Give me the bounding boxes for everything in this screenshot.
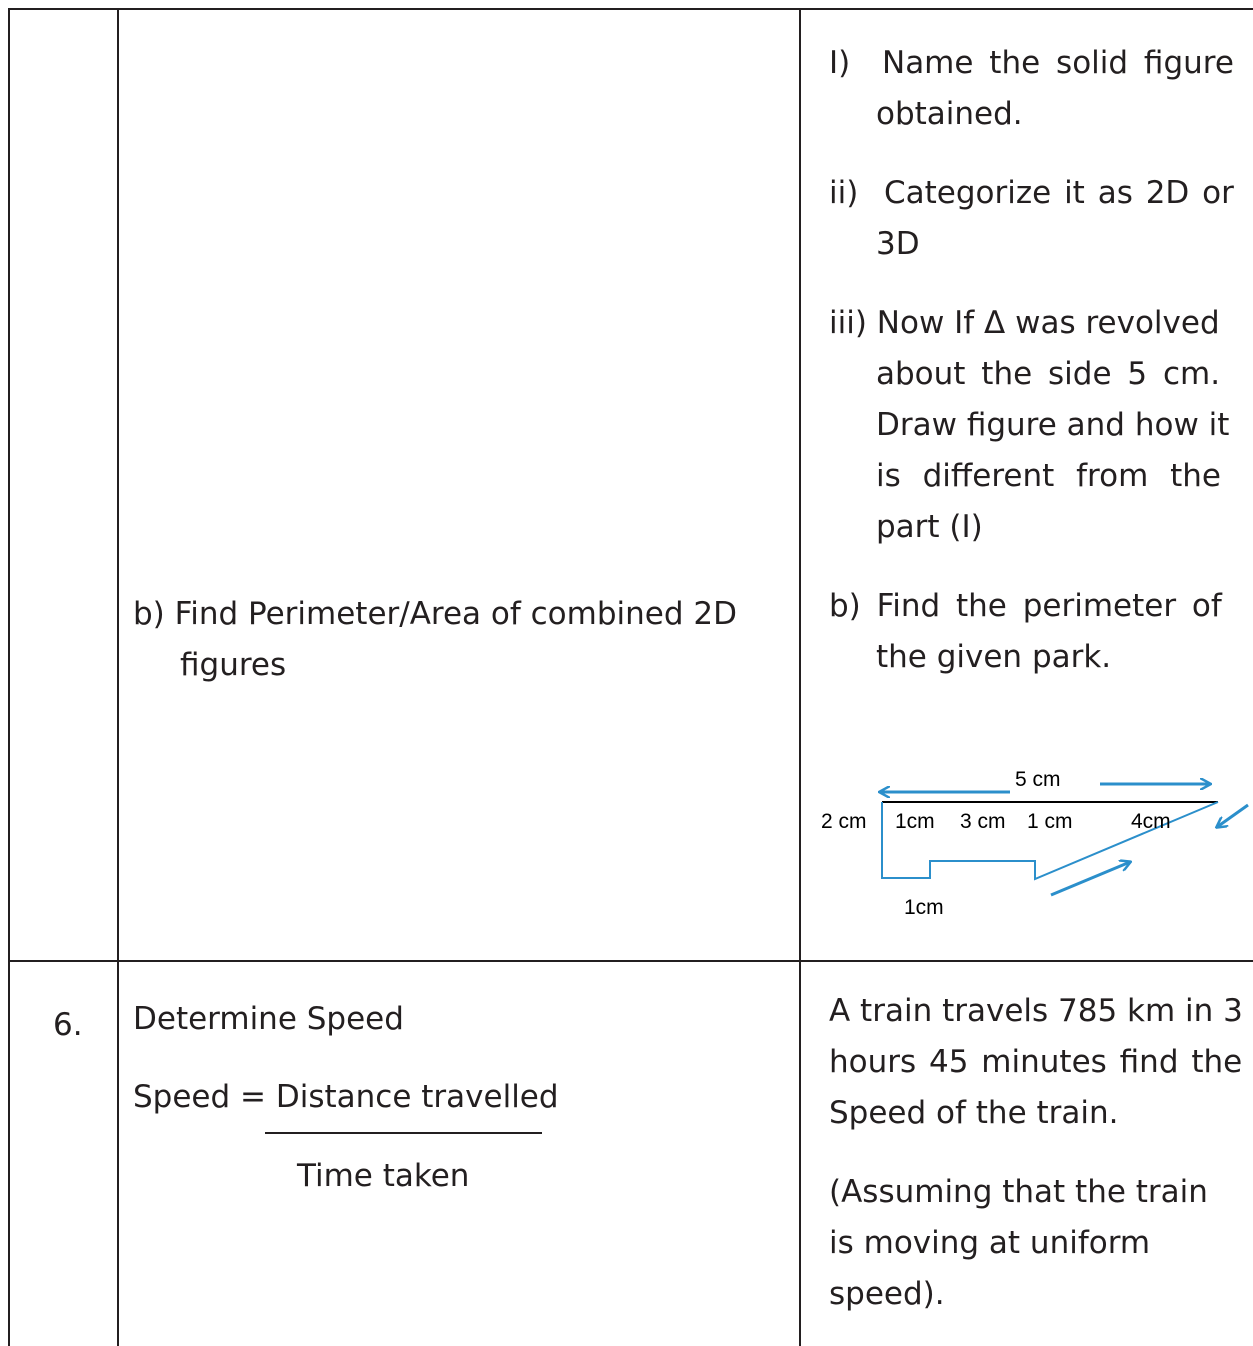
question-ii-line2: 3D bbox=[876, 226, 920, 262]
topic-b-label-continued: figures bbox=[180, 647, 287, 683]
figure-label-top: 5 cm bbox=[1015, 768, 1061, 791]
question-i-line2: obtained. bbox=[876, 96, 1023, 132]
table-top-border bbox=[8, 8, 1253, 10]
topic-b-label: b) Find Perimeter/Area of combined 2D bbox=[133, 596, 737, 632]
park-outline bbox=[881, 801, 1219, 881]
question-ii-line1: Categorize it as 2D or bbox=[884, 175, 1234, 211]
row-divider bbox=[8, 960, 1253, 962]
table-left-border bbox=[8, 8, 10, 1346]
train-note-line3: speed). bbox=[829, 1276, 945, 1312]
question-b-line1: b) Find the perimeter of bbox=[829, 588, 1222, 624]
train-question-line3: Speed of the train. bbox=[829, 1095, 1119, 1131]
topic-speed-title: Determine Speed bbox=[133, 1001, 404, 1037]
train-question-line2: hours 45 minutes find the bbox=[829, 1044, 1243, 1080]
speed-formula: Speed = Distance travelled bbox=[133, 1079, 559, 1115]
fraction-bar bbox=[265, 1132, 542, 1134]
question-iii-line5: part (I) bbox=[876, 509, 983, 545]
figure-label-seg2: 3 cm bbox=[960, 810, 1006, 833]
question-ii-marker: ii) bbox=[829, 175, 859, 211]
speed-formula-denominator: Time taken bbox=[297, 1158, 470, 1194]
question-iii-line2: about the side 5 cm. bbox=[876, 356, 1221, 392]
row-number: 6. bbox=[53, 1007, 83, 1043]
park-figure: 5 cm 2 cm 1cm 3 cm 1 cm 4cm 1cm bbox=[821, 768, 1249, 919]
question-iii-line1: iii) Now If Δ was revolved bbox=[829, 305, 1220, 341]
train-note-line2: is moving at uniform bbox=[829, 1225, 1151, 1261]
train-note-line1: (Assuming that the train bbox=[829, 1174, 1208, 1210]
question-iii-line3: Draw figure and how it bbox=[876, 407, 1230, 443]
train-question-line1: A train travels 785 km in 3 bbox=[829, 993, 1243, 1029]
question-i-line1: Name the solid figure bbox=[882, 45, 1234, 81]
question-iii-line4: is different from the bbox=[876, 458, 1222, 494]
figure-label-seg1: 1cm bbox=[895, 810, 935, 833]
question-i-marker: I) bbox=[829, 45, 851, 81]
question-b-line2: the given park. bbox=[876, 639, 1112, 675]
figure-label-bottom: 1cm bbox=[904, 896, 944, 919]
arrow-diagonal-down-icon bbox=[1217, 803, 1249, 827]
figure-label-seg3: 1 cm bbox=[1027, 810, 1073, 833]
column-divider-2 bbox=[799, 8, 801, 1346]
figure-label-left: 2 cm bbox=[821, 810, 867, 833]
column-divider-1 bbox=[117, 8, 119, 1346]
arrow-diagonal-up-icon bbox=[1050, 862, 1130, 897]
figure-label-seg4: 4cm bbox=[1131, 810, 1171, 833]
